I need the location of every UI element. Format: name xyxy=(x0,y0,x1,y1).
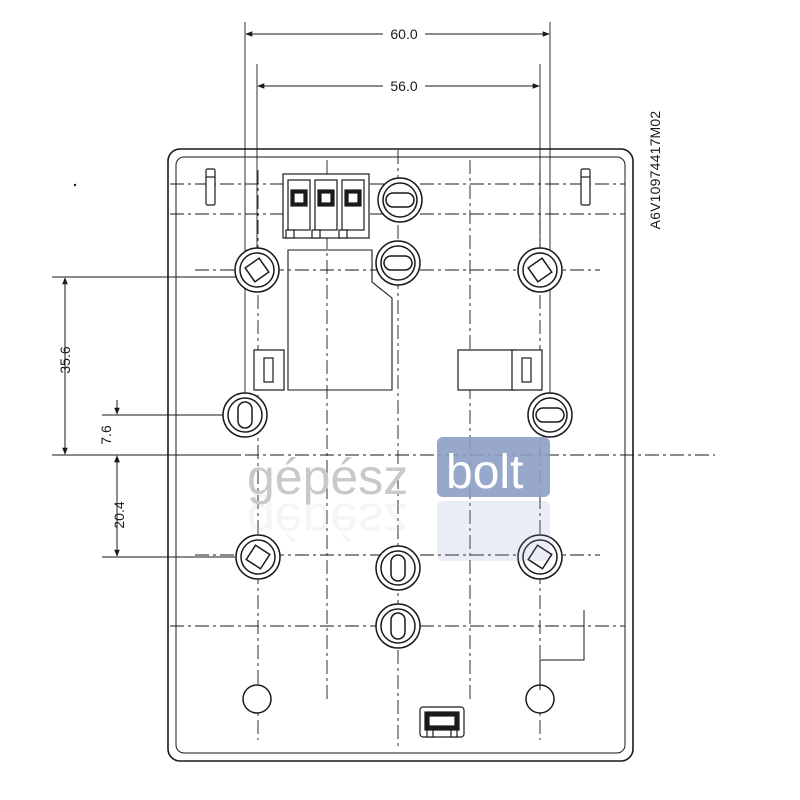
slot-top-right xyxy=(580,168,591,206)
base-plate xyxy=(167,148,634,762)
dimension-label-top-inner: 56.0 xyxy=(390,78,417,94)
mounting-holes xyxy=(222,177,573,714)
hole-slot-right xyxy=(527,392,573,438)
dimension-label-left-small: 7.6 xyxy=(98,425,114,445)
reference-dot xyxy=(73,183,77,187)
hole-slot-bottom-center-1 xyxy=(375,545,421,591)
hole-top-center-2 xyxy=(375,240,421,286)
watermark-reflection: gépész xyxy=(247,493,550,561)
slot-top-left xyxy=(205,168,216,206)
latch-right-frame xyxy=(457,349,517,391)
plate-inner xyxy=(175,156,626,754)
watermark: gépész bolt gépész xyxy=(247,437,550,561)
hole-diamond-top-right xyxy=(517,247,563,293)
latch-blocks xyxy=(253,349,543,391)
watermark-blue-text: bolt xyxy=(446,446,523,499)
hole-top-center-1 xyxy=(377,177,423,223)
terminal-block xyxy=(282,173,370,239)
hole-diamond-bottom-left xyxy=(235,534,281,580)
hole-diamond-top-left xyxy=(234,247,280,293)
corner-slots xyxy=(205,168,591,206)
hole-diamond-bottom-right xyxy=(517,534,563,580)
dimension-label-left-lower: 20.4 xyxy=(111,501,127,528)
dimension-label-left-upper: 35.6 xyxy=(57,346,73,373)
wire-channel xyxy=(539,610,585,690)
bottom-clip xyxy=(419,706,465,738)
hole-plain-bottom-left xyxy=(242,684,272,714)
drawing-code: A6V10974417M02 xyxy=(647,111,663,230)
hole-slot-bottom-center-2 xyxy=(375,603,421,649)
svg-text:gépész: gépész xyxy=(247,493,408,549)
watermark-gray-text: gépész xyxy=(247,449,408,505)
dimension-label-top-outer: 60.0 xyxy=(390,26,417,42)
hole-slot-left xyxy=(222,392,268,438)
watermark-blue-box xyxy=(437,437,550,497)
inner-recess xyxy=(287,249,393,391)
plate-outer xyxy=(167,148,634,762)
